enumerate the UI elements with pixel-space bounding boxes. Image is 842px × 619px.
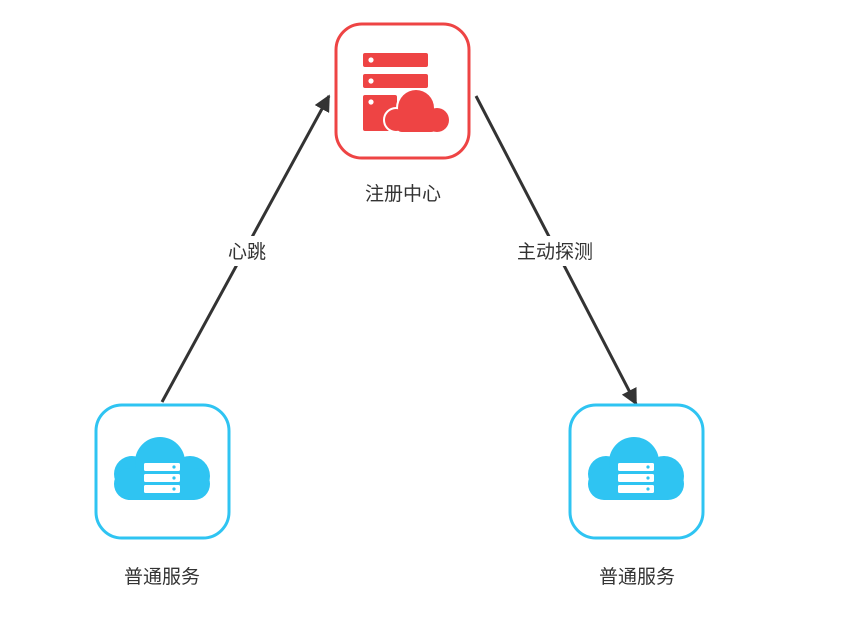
probe-label-bg [502,236,608,266]
edge-probe: 主动探测 [474,95,638,406]
node-service-left[interactable]: 普通服务 [94,403,231,588]
heartbeat-label-bg [218,236,276,266]
heartbeat-label: 心跳 [228,241,266,263]
probe-label: 主动探测 [517,241,593,263]
node-registry[interactable]: 注册中心 [334,22,471,205]
cloud-server-icon [114,437,210,500]
registry-label: 注册中心 [365,183,441,205]
cloud-server-icon [588,437,684,500]
node-service-right[interactable]: 普通服务 [568,403,705,588]
server-cloud-icon [363,53,451,134]
registry-frame [334,22,471,160]
service-left-label: 普通服务 [124,566,200,588]
edge-heartbeat: 心跳 [160,94,331,403]
service-right-label: 普通服务 [599,566,675,588]
